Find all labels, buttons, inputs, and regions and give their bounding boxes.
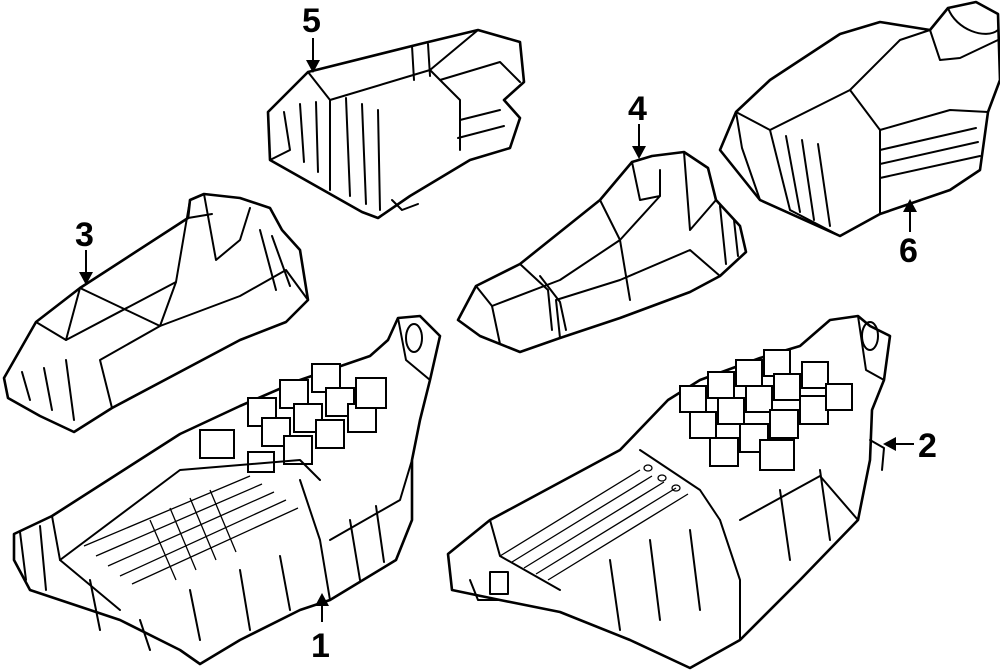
- part-2-fuse-box: [446, 314, 892, 670]
- part-1-fuse-box: [12, 314, 442, 666]
- part-3-cover: [2, 192, 310, 434]
- callout-2-label: 2: [918, 427, 937, 465]
- part-4-cover: [456, 150, 748, 354]
- callout-3: 3: [75, 216, 94, 285]
- callout-4: 4: [628, 90, 647, 159]
- callout-3-label: 3: [75, 216, 94, 254]
- callout-6-label: 6: [899, 232, 918, 270]
- callout-1: 1: [311, 593, 330, 665]
- callout-5: 5: [302, 2, 321, 73]
- callout-5-label: 5: [302, 2, 321, 40]
- callout-1-label: 1: [311, 627, 330, 665]
- callout-6: 6: [899, 199, 918, 270]
- part-5-cover: [266, 28, 526, 220]
- callout-2: 2: [883, 427, 937, 465]
- callout-4-label: 4: [628, 90, 647, 128]
- part-6-cover: [718, 0, 1000, 238]
